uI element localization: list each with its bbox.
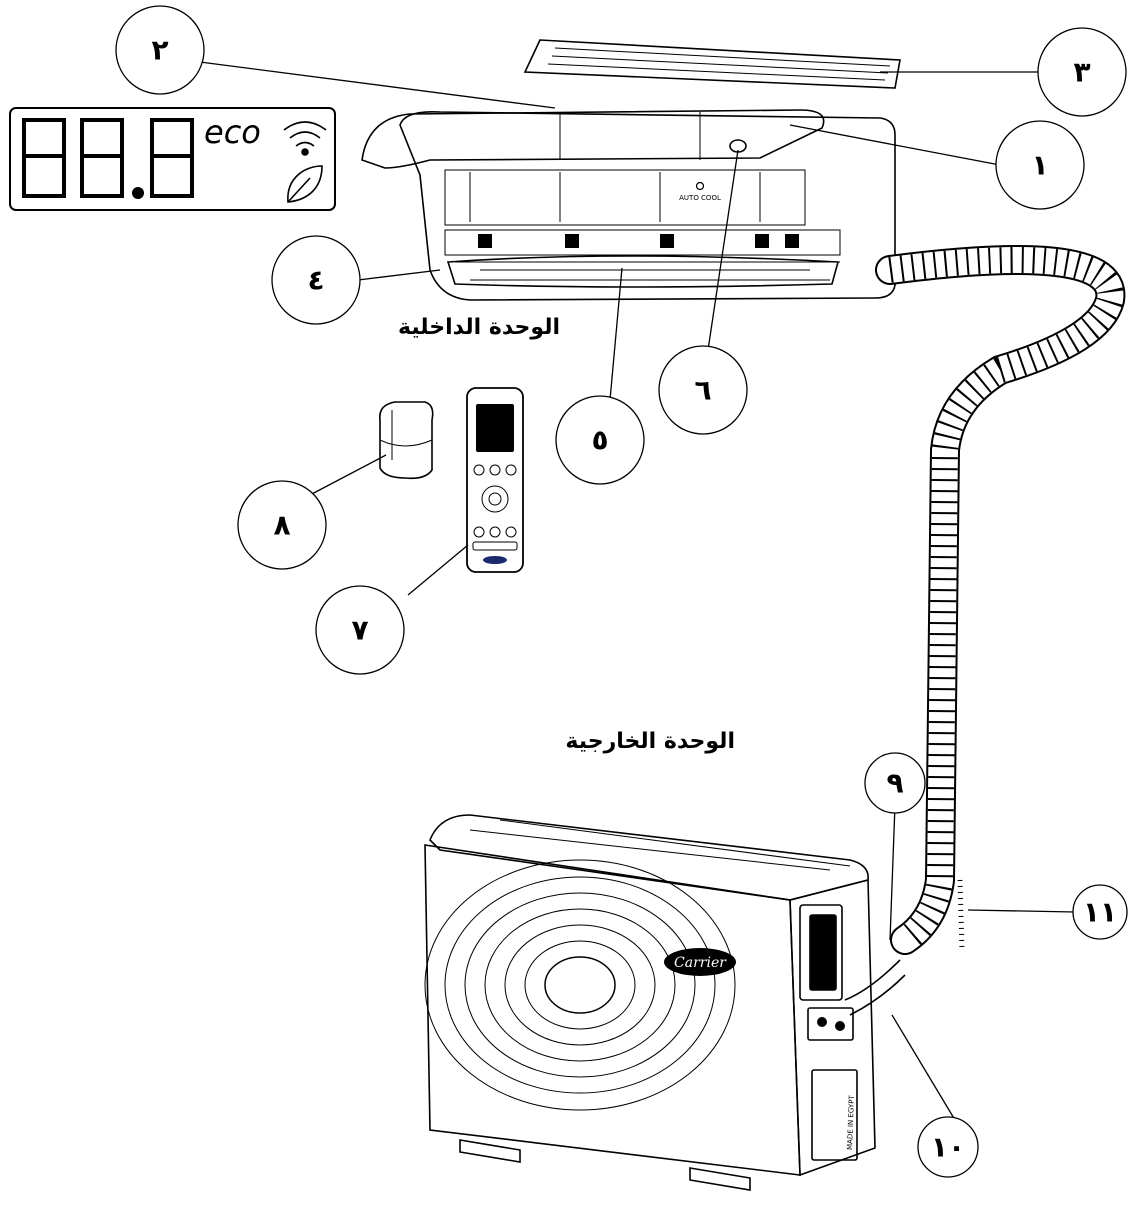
indoor-unit-label: الوحدة الداخلية: [398, 315, 560, 340]
outdoor-brand-text: Carrier: [674, 955, 727, 971]
svg-text:١٠: ١٠: [931, 1131, 965, 1164]
filter-panel: [523, 39, 901, 89]
outdoor-unit: Carrier MADE IN EGYPT: [424, 814, 906, 1191]
brand-badge: [664, 948, 736, 976]
svg-text:٨: ٨: [273, 509, 290, 542]
leader-lines: [199, 61, 1076, 1121]
svg-text:١١: ١١: [1083, 896, 1117, 929]
callout-11: ١١: [1072, 884, 1128, 940]
callout-7: ٧: [315, 585, 405, 675]
display-eco-text: eco: [204, 113, 261, 151]
display-digits-icon: [22, 118, 194, 199]
svg-text:١: ١: [1031, 149, 1048, 182]
remote-control: [466, 387, 524, 573]
callout-4: ٤: [271, 235, 361, 325]
svg-text:٤: ٤: [307, 264, 324, 297]
leaf-icon: [287, 165, 323, 203]
connection-hose: [875, 245, 1126, 955]
fan-grille: [424, 859, 736, 1111]
svg-text:٢: ٢: [151, 34, 168, 67]
svg-text:٩: ٩: [886, 767, 903, 800]
indoor-unit: AUTO COOL: [361, 39, 901, 301]
outdoor-unit-label: الوحدة الخارجية: [565, 729, 735, 754]
wifi-icon: [283, 121, 327, 156]
svg-text:٦: ٦: [694, 374, 711, 407]
auto-cool-label: AUTO COOL: [679, 194, 721, 202]
callout-5: ٥: [555, 395, 645, 485]
callout-1: ١: [995, 120, 1085, 210]
callout-6: ٦: [658, 345, 748, 435]
auto-cool-button: [695, 181, 705, 191]
callout-10: ١٠: [917, 1116, 979, 1178]
display-panel: eco: [9, 107, 336, 211]
svg-text:٣: ٣: [1073, 56, 1090, 89]
callout-9: ٩: [864, 752, 926, 814]
origin-text: MADE IN EGYPT: [846, 1094, 856, 1150]
callout-8: ٨: [237, 480, 327, 570]
callout-3: ٣: [1037, 27, 1127, 117]
remote-logo-icon: [483, 556, 507, 564]
svg-text:٥: ٥: [591, 424, 608, 457]
front-panel: [361, 109, 825, 169]
indoor-body: [399, 110, 896, 301]
svg-text:٧: ٧: [351, 614, 368, 647]
callout-2: ٢: [115, 5, 205, 95]
remote-holder: [378, 401, 434, 480]
